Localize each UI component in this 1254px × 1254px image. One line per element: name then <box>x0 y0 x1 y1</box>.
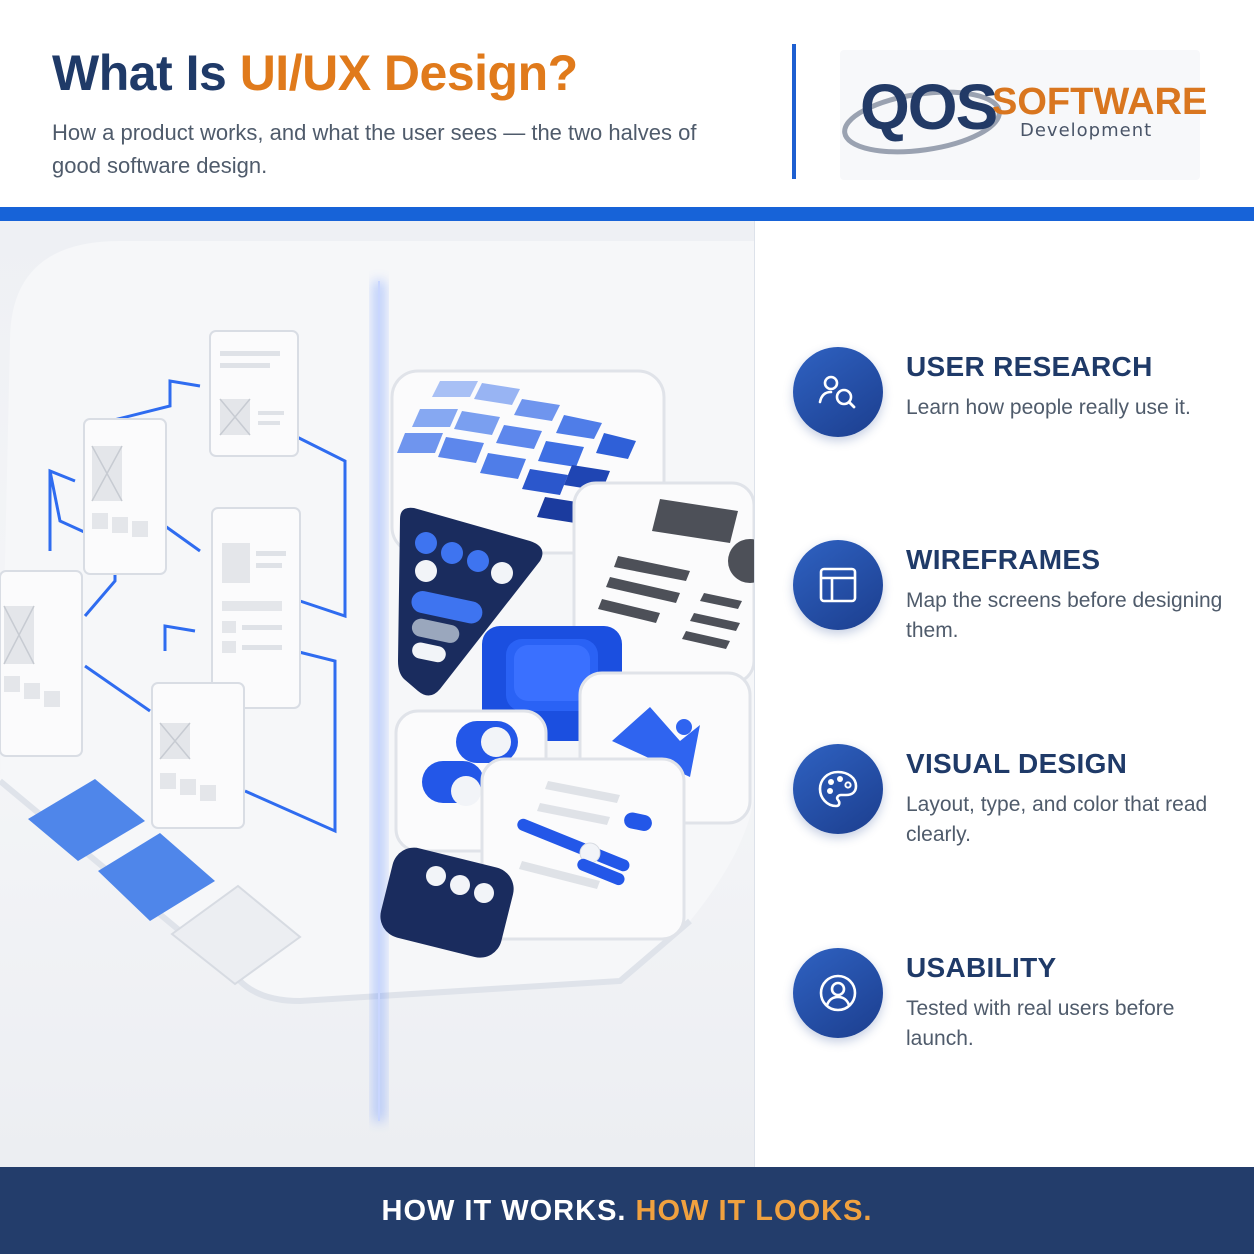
ui-ux-illustration-graphic <box>0 241 755 1121</box>
header-divider <box>792 44 796 179</box>
page-title: What Is UI/UX Design? <box>52 44 578 102</box>
logo-development: Development <box>1020 120 1153 141</box>
feature-title: WIREFRAMES <box>906 544 1101 575</box>
header: What Is UI/UX Design? How a product work… <box>0 0 1254 207</box>
logo-software: SOFTWARE <box>992 81 1208 123</box>
title-part-2: UI/UX Design? <box>239 45 578 101</box>
wireframe-layout-icon <box>819 567 857 603</box>
footer-tagline: HOW IT WORKS. HOW IT LOOKS. <box>0 1195 1254 1228</box>
logo-brand: QOS <box>860 71 998 143</box>
user-circle-icon <box>819 974 857 1012</box>
feature-description: Map the screens before designing them. <box>906 589 1223 642</box>
feature-icon-circle <box>793 744 883 834</box>
illustration-divider <box>754 221 755 1167</box>
user-search-icon <box>818 375 856 409</box>
feature-wireframes: WIREFRAMES Map the screens before design… <box>755 540 1254 670</box>
header-accent-band <box>0 207 1254 221</box>
feature-description: Layout, type, and color that read clearl… <box>906 793 1208 846</box>
footer-banner: HOW IT WORKS. HOW IT LOOKS. <box>0 1167 1254 1254</box>
wireframe-cards <box>0 330 301 829</box>
ui-ux-illustration <box>0 221 755 1167</box>
palette-icon <box>818 770 858 808</box>
feature-description: Learn how people really use it. <box>906 396 1191 419</box>
feature-title: USABILITY <box>906 952 1057 983</box>
features-panel: USER RESEARCH Learn how people really us… <box>755 221 1254 1167</box>
feature-icon-circle <box>793 347 883 437</box>
page-subtitle: How a product works, and what the user s… <box>52 120 697 178</box>
footer-part-1: HOW IT WORKS. <box>381 1195 627 1227</box>
feature-title: USER RESEARCH <box>906 351 1153 382</box>
title-part-1: What Is <box>52 45 240 101</box>
feature-icon-circle <box>793 540 883 630</box>
feature-title: VISUAL DESIGN <box>906 748 1128 779</box>
feature-description: Tested with real users before launch. <box>906 997 1175 1050</box>
feature-user-research: USER RESEARCH Learn how people really us… <box>755 347 1254 477</box>
feature-icon-circle <box>793 948 883 1038</box>
footer-part-2: HOW IT LOOKS. <box>635 1195 873 1227</box>
feature-usability: USABILITY Tested with real users before … <box>755 948 1254 1078</box>
logo-swoosh-icon <box>842 89 1002 155</box>
feature-visual-design: VISUAL DESIGN Layout, type, and color th… <box>755 744 1254 874</box>
company-logo: QOS SOFTWARE Development <box>840 50 1207 180</box>
